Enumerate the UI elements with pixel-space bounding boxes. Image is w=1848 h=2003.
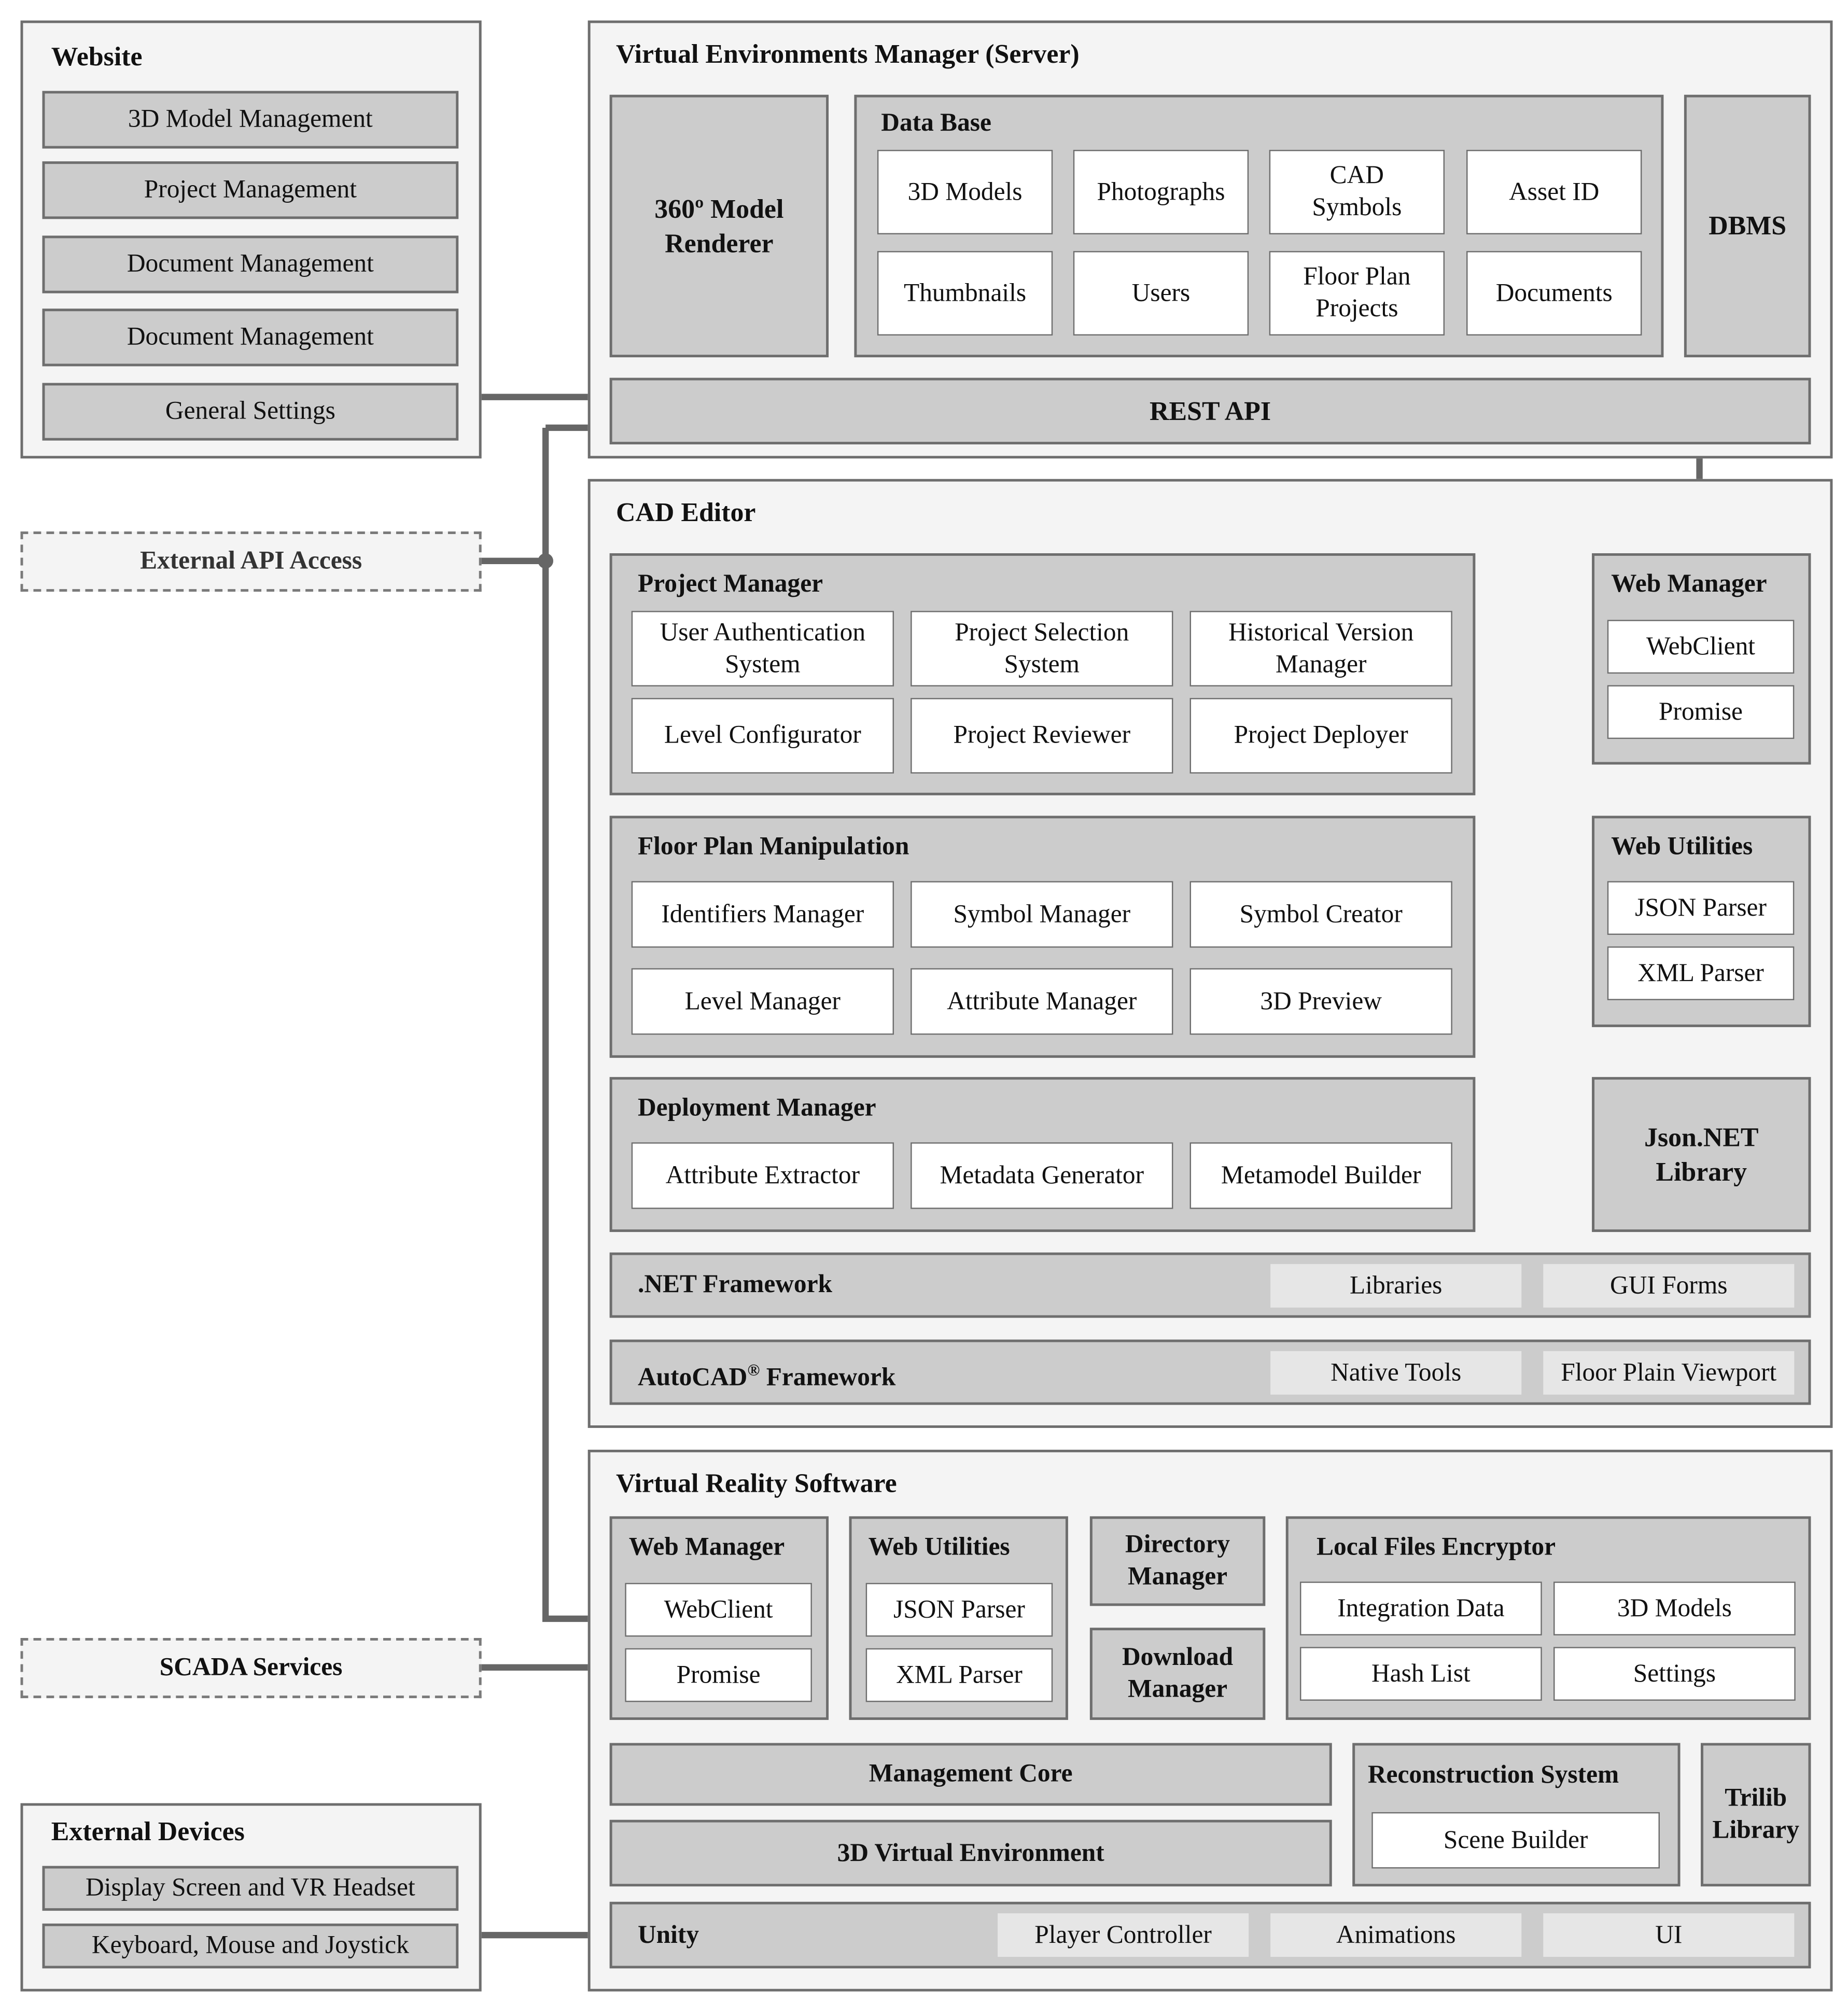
cad-web-manager-title: Web Manager — [1611, 570, 1767, 598]
dm-attribute-extractor: Attribute Extractor — [631, 1142, 894, 1209]
unity-title: Unity — [638, 1921, 699, 1950]
website-title: Website — [51, 41, 143, 72]
floor-plan-title: Floor Plan Manipulation — [638, 832, 909, 861]
pm-project-selection-system: Project Selection System — [911, 611, 1173, 687]
net-framework-title: .NET Framework — [638, 1270, 833, 1299]
trilib-library: Trilib Library — [1701, 1743, 1811, 1887]
json-net-library: Json.NET Library — [1592, 1077, 1811, 1232]
device-display-vr-headset: Display Screen and VR Headset — [42, 1866, 459, 1911]
cad-editor-title: CAD Editor — [616, 497, 756, 528]
db-item-photographs: Photographs — [1073, 149, 1249, 234]
cad-webclient: WebClient — [1607, 620, 1795, 674]
autocad-title-sup: ® — [747, 1360, 760, 1380]
vr-json-parser: JSON Parser — [865, 1582, 1053, 1637]
external-api-access-box: External API Access — [20, 531, 482, 592]
db-item-documents: Documents — [1466, 251, 1642, 336]
cad-promise: Promise — [1607, 685, 1795, 739]
fp-level-manager: Level Manager — [631, 968, 894, 1035]
autocad-framework-title: AutoCAD® Framework — [638, 1360, 895, 1393]
enc-settings: Settings — [1553, 1647, 1796, 1701]
pm-project-deployer: Project Deployer — [1189, 698, 1452, 774]
website-item-document-management-2: Document Management — [42, 309, 459, 367]
autocad-floor-plain-viewport: Floor Plain Viewport — [1543, 1351, 1795, 1395]
rest-api-bar: REST API — [609, 377, 1811, 445]
download-manager: Download Manager — [1089, 1628, 1266, 1720]
website-item-3d-model-management: 3D Model Management — [42, 91, 459, 149]
db-item-users: Users — [1073, 251, 1249, 336]
directory-manager: Directory Manager — [1089, 1516, 1266, 1606]
pm-project-reviewer: Project Reviewer — [911, 698, 1173, 774]
vr-web-manager-title: Web Manager — [628, 1533, 785, 1561]
scene-builder: Scene Builder — [1371, 1812, 1660, 1869]
pm-user-authentication-system: User Authentication System — [631, 611, 894, 687]
autocad-framework-bar: AutoCAD® Framework — [609, 1339, 1811, 1405]
dm-metamodel-builder: Metamodel Builder — [1189, 1142, 1452, 1209]
vr-web-utilities-title: Web Utilities — [868, 1533, 1010, 1561]
scada-services-box: SCADA Services — [20, 1638, 482, 1699]
fp-attribute-manager: Attribute Manager — [911, 968, 1173, 1035]
enc-3d-models: 3D Models — [1553, 1581, 1796, 1636]
fp-symbol-manager: Symbol Manager — [911, 881, 1173, 948]
autocad-title-main: AutoCAD — [638, 1363, 748, 1392]
db-item-thumbnails: Thumbnails — [877, 251, 1053, 336]
enc-integration-data: Integration Data — [1299, 1581, 1542, 1636]
db-item-floor-plan-projects: Floor Plan Projects — [1269, 251, 1445, 336]
unity-player-controller: Player Controller — [998, 1913, 1249, 1957]
reconstruction-title: Reconstruction System — [1367, 1761, 1619, 1789]
database-title: Data Base — [881, 108, 991, 137]
external-devices-title: External Devices — [51, 1816, 245, 1847]
enc-hash-list: Hash List — [1299, 1647, 1542, 1701]
website-item-document-management: Document Management — [42, 235, 459, 293]
fp-identifiers-manager: Identifiers Manager — [631, 881, 894, 948]
autocad-native-tools: Native Tools — [1270, 1351, 1522, 1395]
pm-level-configurator: Level Configurator — [631, 698, 894, 774]
cad-json-parser: JSON Parser — [1607, 881, 1795, 935]
vem-title: Virtual Environments Manager (Server) — [616, 38, 1080, 69]
unity-animations: Animations — [1270, 1913, 1522, 1957]
device-keyboard-mouse-joystick: Keyboard, Mouse and Joystick — [42, 1923, 459, 1969]
fp-3d-preview: 3D Preview — [1189, 968, 1452, 1035]
bus-junction-dot — [538, 553, 553, 569]
encryptor-title: Local Files Encryptor — [1317, 1533, 1556, 1561]
unity-ui: UI — [1543, 1913, 1795, 1957]
db-item-asset-id: Asset ID — [1466, 149, 1642, 234]
3d-virtual-environment-bar: 3D Virtual Environment — [609, 1819, 1332, 1887]
fp-symbol-creator: Symbol Creator — [1189, 881, 1452, 948]
autocad-title-rest: Framework — [760, 1363, 896, 1392]
net-libraries: Libraries — [1270, 1264, 1522, 1308]
cad-web-utilities-title: Web Utilities — [1611, 832, 1753, 861]
pm-historical-version-manager: Historical Version Manager — [1189, 611, 1452, 687]
db-item-cad-symbols: CAD Symbols — [1269, 149, 1445, 234]
vr-promise: Promise — [625, 1648, 812, 1702]
net-gui-forms: GUI Forms — [1543, 1264, 1795, 1308]
renderer-360-model: 360º Model Renderer — [609, 94, 829, 358]
vr-xml-parser: XML Parser — [865, 1648, 1053, 1702]
vr-webclient: WebClient — [625, 1582, 812, 1637]
management-core-bar: Management Core — [609, 1743, 1332, 1806]
project-manager-title: Project Manager — [638, 570, 823, 598]
db-item-3d-models: 3D Models — [877, 149, 1053, 234]
deployment-manager-title: Deployment Manager — [638, 1094, 876, 1122]
cad-xml-parser: XML Parser — [1607, 946, 1795, 1000]
vr-software-title: Virtual Reality Software — [616, 1467, 897, 1498]
dbms-box: DBMS — [1684, 94, 1811, 358]
website-item-general-settings: General Settings — [42, 383, 459, 441]
website-item-project-management: Project Management — [42, 161, 459, 219]
dm-metadata-generator: Metadata Generator — [911, 1142, 1173, 1209]
